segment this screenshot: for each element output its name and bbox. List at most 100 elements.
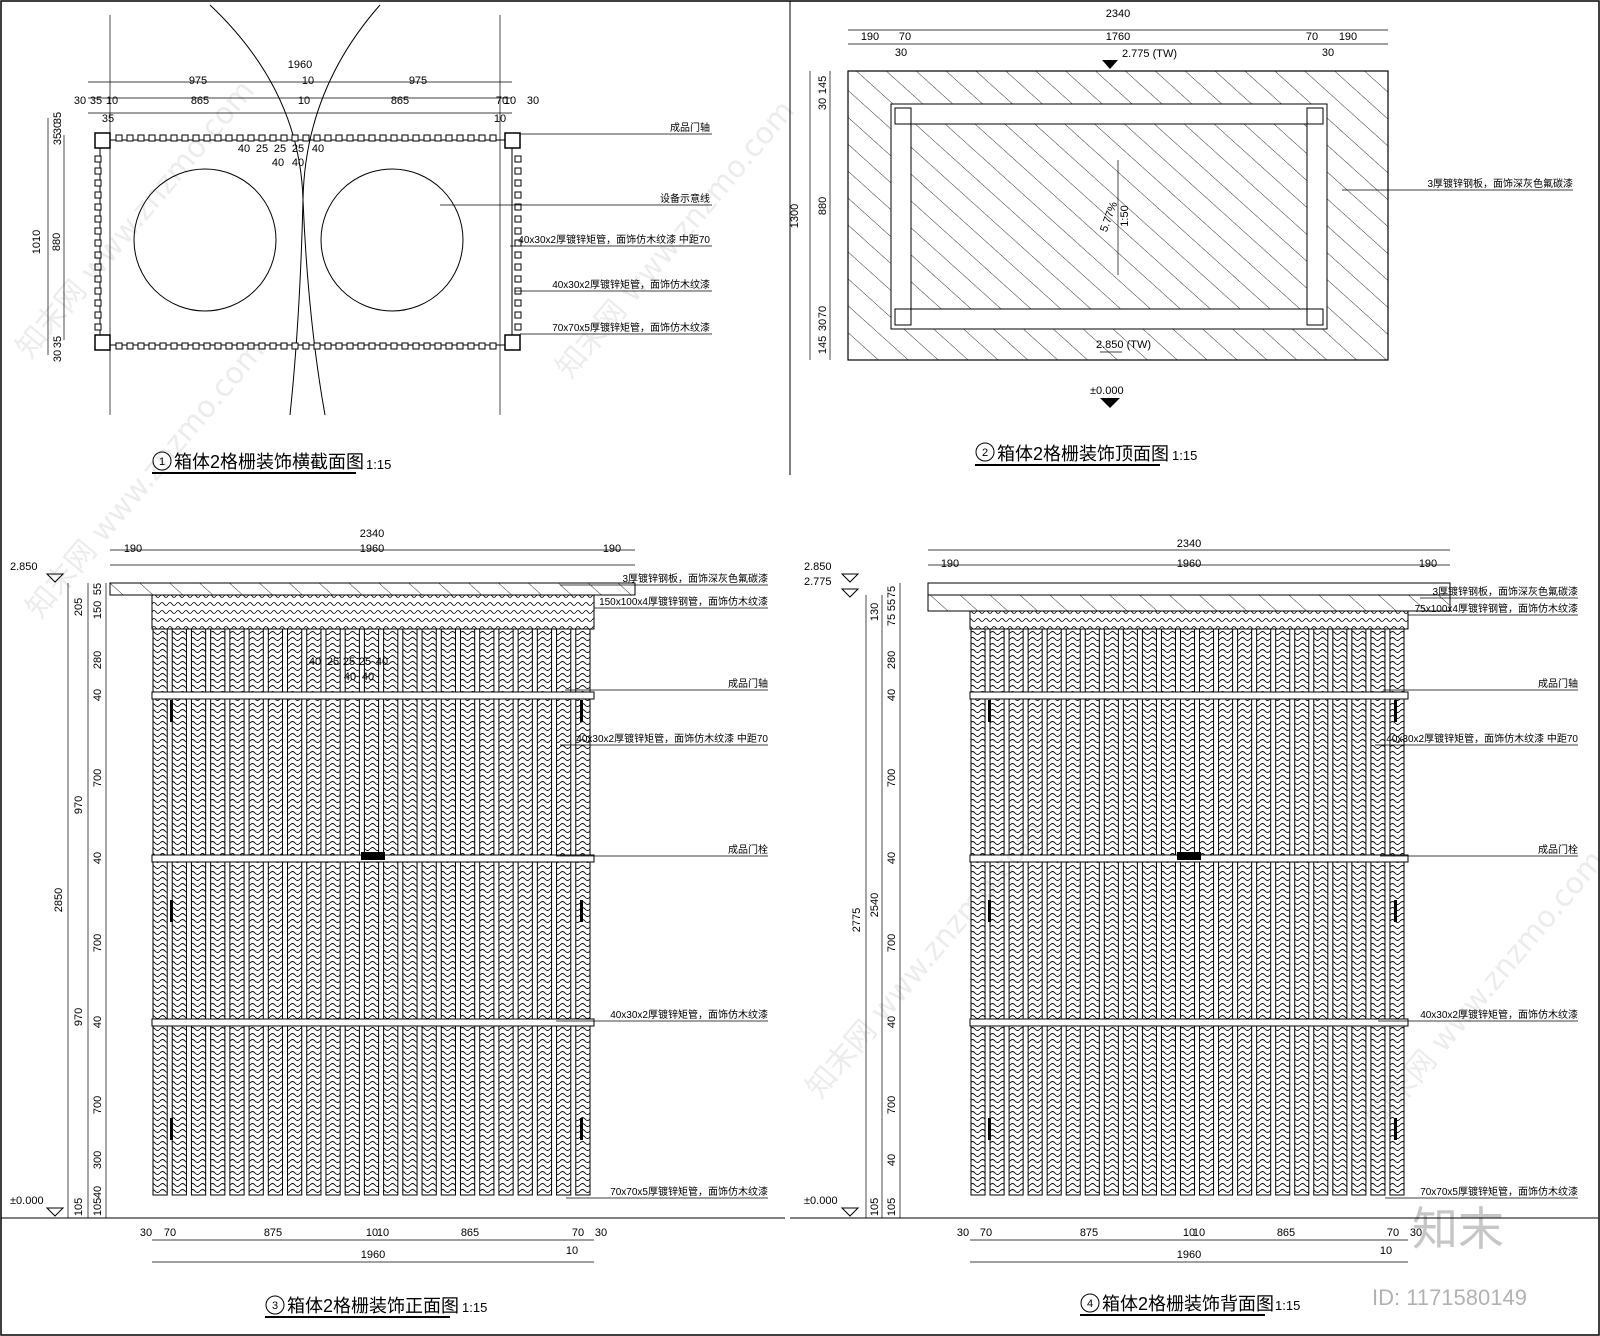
dim-text: 35	[52, 133, 64, 145]
level-marker	[840, 573, 860, 583]
dim-text: 40	[376, 656, 388, 668]
dim-text: 70	[572, 1227, 584, 1239]
slat-section	[170, 134, 178, 142]
note-text: 40x30x2厚镀锌矩管，面饰仿木纹漆	[610, 1008, 768, 1021]
note-text: 成品门轴	[670, 121, 710, 134]
dim-text: 190	[941, 558, 959, 570]
dim-text: 145	[817, 336, 829, 354]
slat-section	[137, 134, 145, 142]
view-scale: 1:15	[366, 457, 391, 472]
dim-text: 865	[391, 95, 409, 107]
slat-section	[456, 134, 464, 142]
level-text: 2.850	[10, 561, 38, 573]
top-beam	[151, 594, 595, 630]
slat-section	[214, 342, 222, 350]
slat-section	[346, 134, 354, 142]
dim-text: 280	[92, 651, 104, 669]
hinge	[1394, 1118, 1397, 1140]
slat-section	[181, 134, 189, 142]
dim-text: 40	[886, 1016, 898, 1028]
dim-text: 10	[504, 95, 516, 107]
slat-section	[225, 134, 233, 142]
hinge	[988, 1118, 991, 1140]
dim-text: 2340	[360, 528, 384, 540]
dim-text: 875	[1080, 1227, 1098, 1239]
dim-text: 35	[102, 113, 114, 125]
slat-section	[357, 342, 365, 350]
level-text: 2.850 (TW)	[1096, 339, 1151, 351]
dim-text: 40	[92, 1186, 104, 1198]
slat-section	[478, 342, 486, 350]
dim-text: 205	[73, 598, 85, 616]
level-text: ±0.000	[804, 1195, 838, 1207]
dim-text: 280	[886, 651, 898, 669]
slat	[1179, 628, 1196, 1196]
dim-text: 30	[595, 1227, 607, 1239]
hinge	[580, 700, 583, 722]
note-text: 成品门栓	[728, 843, 768, 856]
dim-text: 970	[73, 1008, 85, 1026]
top-plate	[927, 582, 1451, 596]
equipment-circle-right	[320, 168, 464, 312]
slat-section	[423, 134, 431, 142]
slat-section	[291, 134, 299, 142]
dim-text: 35	[52, 112, 64, 124]
view-index: 4	[1087, 1298, 1093, 1310]
dim-left-outer: 205 970 970 105	[73, 598, 85, 1216]
slat-section	[192, 342, 200, 350]
note-text: 3厚镀锌钢板，面饰深灰色氟碳漆	[1427, 177, 1573, 190]
slat-section	[302, 134, 310, 142]
slat-section	[94, 263, 102, 271]
slat	[152, 628, 168, 1196]
back-view: 2340 190 1960 190 2.850 2.775 ±0.000 277…	[790, 538, 1598, 1316]
dim-text: 25	[256, 143, 268, 155]
dim-text: 105	[73, 1198, 85, 1216]
leader-notes: 3厚镀锌钢板，面饰深灰色氟碳漆150x100x4厚镀锌钢管，面饰仿木纹漆成品门轴…	[556, 572, 768, 1199]
dim-text: 970	[73, 796, 85, 814]
slat	[1103, 628, 1119, 1196]
note-text: 3厚镀锌钢板，面饰深灰色氟碳漆	[1432, 585, 1578, 598]
slat	[1122, 628, 1138, 1196]
note-text: 40x30x2厚镀锌矩管，面饰仿木纹漆 中距70	[576, 732, 768, 745]
slat-section	[335, 342, 343, 350]
dim-text: 30	[817, 319, 829, 331]
hinge	[580, 1118, 583, 1140]
view-scale: 1:15	[1172, 448, 1197, 463]
dim-text: 190	[124, 543, 142, 555]
slat	[306, 628, 322, 1196]
door-swing-arc-right	[302, 4, 381, 416]
slat-section	[94, 227, 102, 235]
post-plan	[894, 107, 912, 125]
hinge	[170, 900, 173, 922]
dim-text: 880	[51, 233, 63, 251]
slat-section	[412, 342, 420, 350]
slat	[210, 628, 226, 1196]
dim-text: 700	[886, 769, 898, 787]
note-text: 40x30x2厚镀锌矩管，面饰仿木纹漆	[1420, 1008, 1578, 1021]
slat-section	[514, 191, 522, 199]
slat-section	[236, 134, 244, 142]
slat	[536, 628, 553, 1196]
slat-section	[467, 134, 475, 142]
dim-text: 10	[298, 95, 310, 107]
slat	[267, 628, 284, 1196]
slat-section	[94, 287, 102, 295]
dim-text: 10	[1183, 1227, 1195, 1239]
slat-section	[467, 342, 475, 350]
dim-text: 190	[1339, 31, 1357, 43]
level-marker	[45, 573, 65, 583]
slat-section	[236, 342, 244, 350]
slat-section	[291, 342, 299, 350]
slat-section	[514, 275, 522, 283]
view-index: 3	[272, 1300, 278, 1312]
dim-text: 105	[869, 1198, 881, 1216]
slat-section	[401, 342, 409, 350]
slat-section	[313, 134, 321, 142]
slat-section	[225, 342, 233, 350]
rail	[151, 1018, 595, 1027]
dim-text: 10	[302, 75, 314, 87]
slat-section	[247, 134, 255, 142]
